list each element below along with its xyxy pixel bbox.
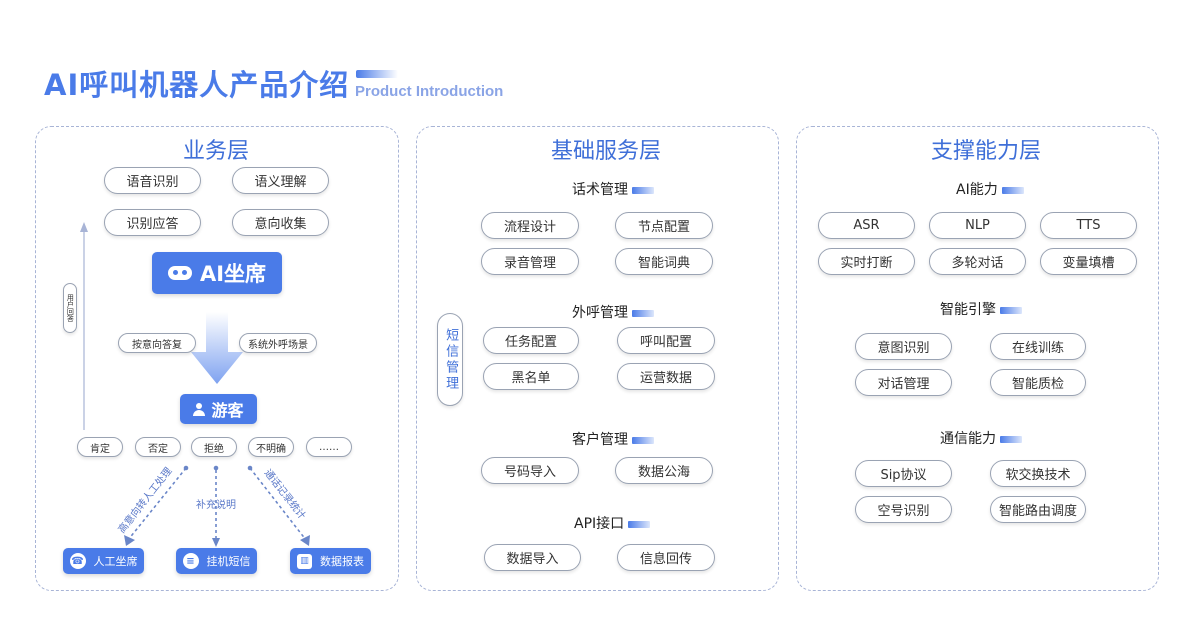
pill-task-config: 任务配置 — [483, 327, 579, 354]
hangup-sms-button: ≡ 挂机短信 — [176, 548, 257, 574]
pill-softswitch: 软交换技术 — [990, 460, 1086, 487]
pill-smart-dictionary: 智能词典 — [615, 248, 713, 275]
ai-seat-badge: AI坐席 — [152, 252, 282, 294]
pill-info-callback: 信息回传 — [617, 544, 715, 571]
pill-api-data-import: 数据导入 — [484, 544, 581, 571]
pill-empty-number: 空号识别 — [855, 496, 952, 523]
pill-intent-recognition: 意图识别 — [855, 333, 952, 360]
pill-smart-qc: 智能质检 — [990, 369, 1086, 396]
ai-seat-label: AI坐席 — [199, 262, 267, 286]
pill-tts: TTS — [1040, 212, 1137, 239]
base-service-layer-panel — [416, 126, 779, 591]
pill-slot-filling: 变量填槽 — [1040, 248, 1137, 275]
base-layer-title: 基础服务层 — [551, 139, 662, 164]
pill-recognition-response: 识别应答 — [104, 209, 201, 236]
pill-call-config: 呼叫配置 — [617, 327, 715, 354]
section-script-management: 话术管理 — [572, 179, 654, 199]
section-smart-engine: 智能引擎 — [940, 299, 1022, 319]
layers-icon: ≡ — [182, 553, 199, 569]
pill-asr: ASR — [818, 212, 915, 239]
section-api: API接口 — [574, 513, 651, 533]
robot-icon — [167, 266, 192, 280]
user-icon — [193, 402, 206, 416]
section-outbound-management: 外呼管理 — [572, 302, 654, 322]
section-communication: 通信能力 — [940, 428, 1022, 448]
page-title: AI呼叫机器人产品介绍 — [44, 68, 350, 102]
answer-no: 否定 — [135, 437, 181, 457]
hangup-sms-label: 挂机短信 — [206, 555, 251, 568]
answer-more: …… — [306, 437, 352, 457]
pill-data-pool: 数据公海 — [615, 457, 713, 484]
pill-dialog-management: 对话管理 — [855, 369, 952, 396]
label-supplement: 补充说明 — [196, 500, 236, 511]
report-icon: ▥ — [297, 553, 312, 569]
answer-unclear: 不明确 — [248, 437, 294, 457]
pill-node-config: 节点配置 — [615, 212, 713, 239]
human-seat-button: ☎ 人工坐席 — [63, 548, 144, 574]
business-layer-panel — [35, 126, 399, 591]
visitor-badge: 游客 — [180, 394, 257, 424]
pill-sip: Sip协议 — [855, 460, 952, 487]
pill-outbound-scene: 系统外呼场景 — [239, 333, 317, 353]
human-seat-label: 人工坐席 — [93, 555, 138, 568]
pill-nlp: NLP — [929, 212, 1026, 239]
pill-smart-routing: 智能路由调度 — [990, 496, 1086, 523]
pill-semantic-understanding: 语义理解 — [232, 167, 329, 194]
title-decoration — [356, 70, 398, 78]
pill-recording-management: 录音管理 — [481, 248, 579, 275]
section-ai-capability: AI能力 — [956, 179, 1024, 199]
pill-operation-data: 运营数据 — [617, 363, 715, 390]
visitor-label: 游客 — [211, 401, 244, 420]
section-customer-management: 客户管理 — [572, 429, 654, 449]
business-layer-title: 业务层 — [183, 139, 250, 164]
sms-management-label: 短信管理 — [437, 313, 463, 406]
pill-number-import: 号码导入 — [481, 457, 579, 484]
user-answer-label: 用户回答 — [63, 283, 77, 333]
data-report-button: ▥ 数据报表 — [290, 548, 371, 574]
headset-icon: ☎ — [69, 553, 86, 569]
pill-flow-design: 流程设计 — [481, 212, 579, 239]
page-subtitle: Product Introduction — [355, 83, 504, 100]
pill-multi-turn: 多轮对话 — [929, 248, 1026, 275]
answer-refuse: 拒绝 — [191, 437, 237, 457]
pill-speech-recognition: 语音识别 — [104, 167, 201, 194]
pill-blacklist: 黑名单 — [483, 363, 579, 390]
pill-reply-by-intent: 按意向答复 — [118, 333, 196, 353]
data-report-label: 数据报表 — [320, 555, 364, 568]
pill-realtime-interrupt: 实时打断 — [818, 248, 915, 275]
answer-yes: 肯定 — [77, 437, 123, 457]
support-layer-title: 支撑能力层 — [931, 139, 1042, 164]
pill-intent-collection: 意向收集 — [232, 209, 329, 236]
pill-online-training: 在线训练 — [990, 333, 1086, 360]
